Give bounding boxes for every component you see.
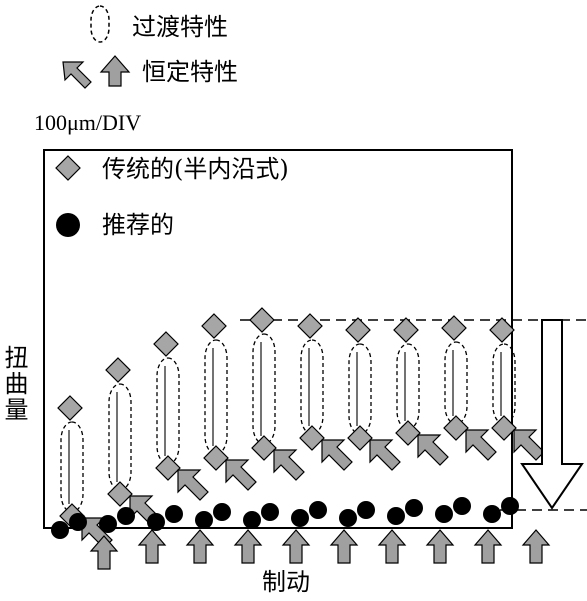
- x-axis-label: 制动: [262, 568, 310, 596]
- reference-lines: [240, 319, 587, 511]
- steady-arrow: [225, 459, 257, 491]
- proposed-point: [261, 503, 279, 521]
- proposed-point: [69, 513, 87, 531]
- proposed-point: [309, 501, 327, 519]
- transient-ellipse: [204, 339, 228, 455]
- plot-frame: [43, 149, 513, 529]
- transient-ellipse: [300, 339, 324, 435]
- y-axis-label: 扭曲量: [0, 345, 28, 423]
- proposed-point: [117, 507, 135, 525]
- gray-arrows-icon: [62, 55, 131, 89]
- black-circle-icon: [56, 213, 80, 237]
- proposed-point: [339, 509, 357, 527]
- transient-ellipse: [108, 383, 132, 491]
- bottom-up-arrow: [377, 529, 407, 564]
- bottom-up-arrow: [329, 529, 359, 564]
- transient-ellipse: [396, 343, 420, 430]
- steady-arrow: [369, 439, 401, 471]
- steady-arrow: [177, 469, 209, 501]
- conventional-steady-point: [395, 420, 421, 446]
- proposed-point: [435, 505, 453, 523]
- conventional-steady-point: [107, 481, 133, 507]
- proposed-point: [357, 501, 375, 519]
- conventional-peak-point: [441, 315, 467, 341]
- transient-ellipses: [60, 333, 516, 513]
- conventional-peak-point: [345, 317, 371, 343]
- proposed-point: [291, 509, 309, 527]
- inner-legend: 传统的(半内沿式) 推荐的: [55, 155, 289, 239]
- proposed-point: [195, 511, 213, 529]
- bottom-up-arrow: [281, 529, 311, 564]
- conventional-steady-point: [491, 415, 517, 441]
- proposed-points: [51, 497, 519, 539]
- legend-conventional-label: 传统的(半内沿式): [102, 155, 289, 183]
- proposed-point: [483, 505, 501, 523]
- proposed-point: [213, 503, 231, 521]
- bottom-up-arrow: [137, 529, 167, 564]
- conventional-steady-point: [443, 415, 469, 441]
- conventional-peak-point: [105, 357, 131, 383]
- proposed-point: [165, 505, 183, 523]
- gray-diamond-icon: [55, 155, 81, 181]
- proposed-point: [387, 507, 405, 525]
- steady-arrow: [465, 429, 497, 461]
- top-legend: 过渡特性 恒定特性 100μm/DIV: [34, 5, 238, 135]
- transient-ellipse: [60, 421, 84, 513]
- conventional-peak-point: [393, 317, 419, 343]
- legend-steady-label: 恒定特性: [142, 58, 238, 86]
- conventional-peak-point: [297, 313, 323, 339]
- down-reduction-arrow: [520, 319, 584, 510]
- steady-arrow: [513, 429, 545, 461]
- transient-ellipse: [348, 343, 372, 435]
- proposed-point: [501, 497, 519, 515]
- steady-arrow: [417, 434, 449, 466]
- conventional-peak-point: [201, 313, 227, 339]
- conventional-steady-point: [251, 435, 277, 461]
- conventional-peak-point: [489, 317, 515, 343]
- dashed-ellipse-icon: [90, 5, 110, 43]
- bottom-up-arrow: [233, 529, 263, 564]
- transient-ellipse: [156, 357, 180, 465]
- steady-arrow: [321, 439, 353, 471]
- conventional-steady-point: [155, 455, 181, 481]
- proposed-point: [243, 511, 261, 529]
- conventional-peak-points: [57, 307, 515, 421]
- transient-ellipse: [444, 341, 468, 425]
- proposed-point: [147, 513, 165, 531]
- bottom-up-arrow: [473, 529, 503, 564]
- transient-ellipse: [252, 333, 276, 445]
- conventional-peak-point: [153, 331, 179, 357]
- bottom-up-arrow: [89, 535, 119, 570]
- conventional-peak-point: [57, 395, 83, 421]
- transient-ellipse: [492, 343, 516, 425]
- bottom-up-arrow: [185, 529, 215, 564]
- proposed-point: [99, 515, 117, 533]
- steady-arrow: [273, 449, 305, 481]
- scale-label: 100μm/DIV: [34, 110, 141, 135]
- proposed-point: [453, 497, 471, 515]
- legend-proposed-label: 推荐的: [102, 211, 174, 239]
- proposed-point: [51, 521, 69, 539]
- legend-transient-label: 过渡特性: [132, 13, 228, 41]
- conventional-steady-point: [347, 425, 373, 451]
- conventional-steady-point: [299, 425, 325, 451]
- conventional-steady-point: [203, 445, 229, 471]
- bottom-steady-arrows: [89, 529, 551, 570]
- conventional-peak-point: [249, 307, 275, 333]
- proposed-point: [405, 499, 423, 517]
- bottom-up-arrow: [521, 529, 551, 564]
- reduction-arrow: [520, 319, 584, 510]
- bottom-up-arrow: [425, 529, 455, 564]
